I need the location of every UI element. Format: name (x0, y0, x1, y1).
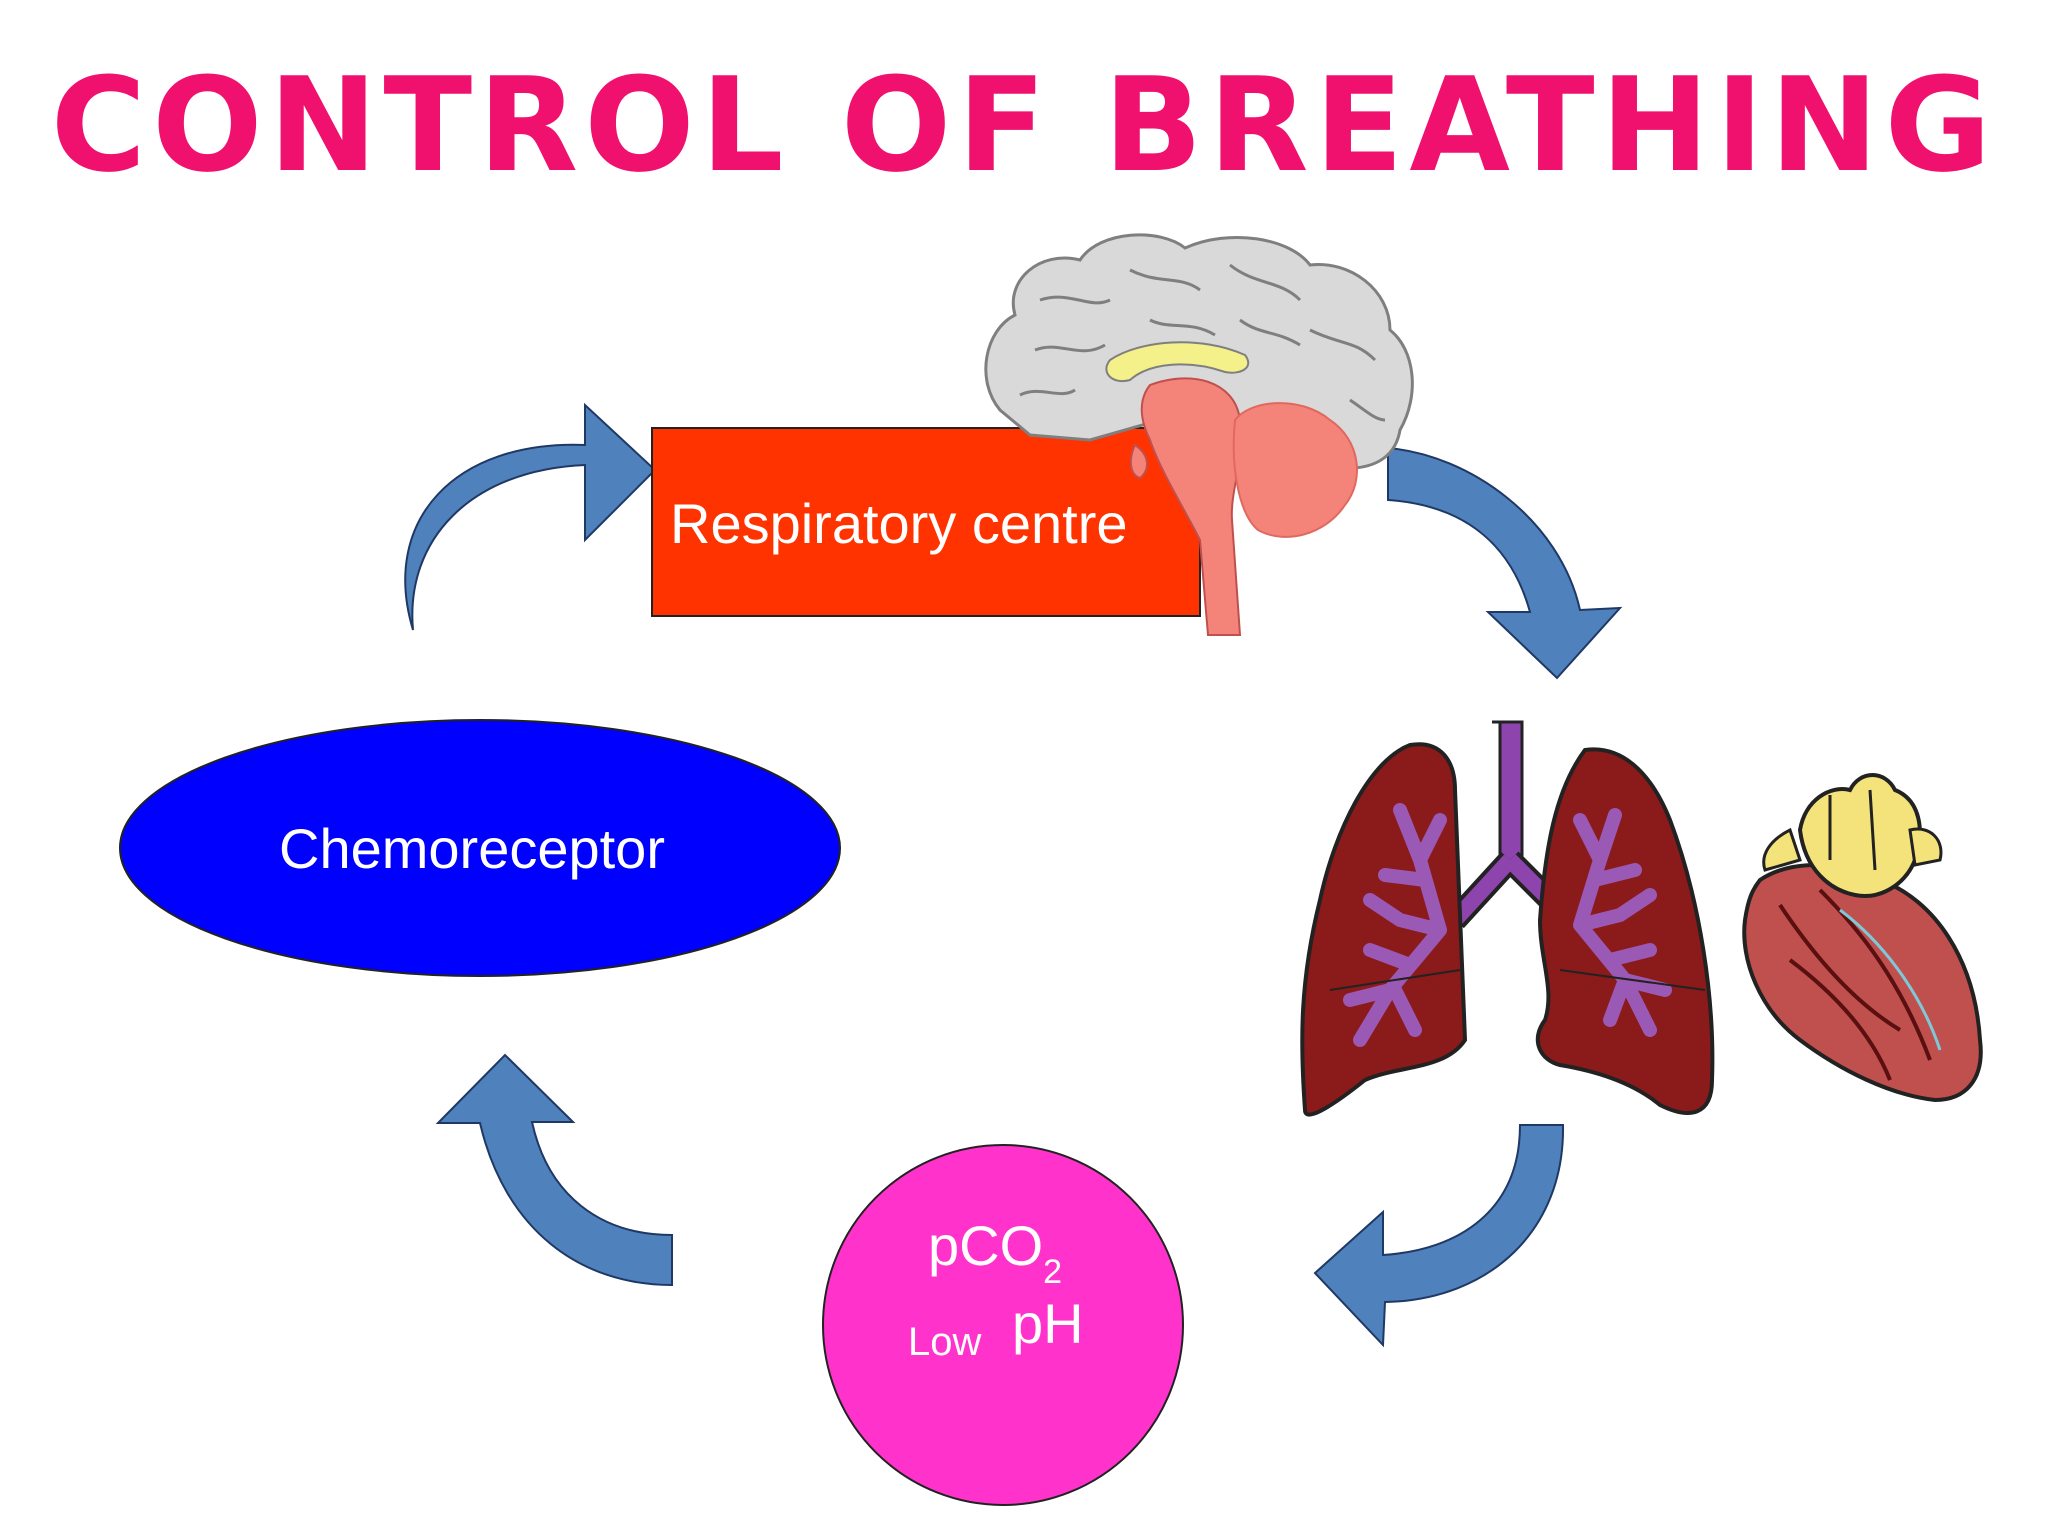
ph-label: pH (1012, 1292, 1084, 1355)
page-title: CONTROL OF BREATHING (51, 49, 1998, 201)
arrow-chemoreceptor-to-centre (404, 402, 657, 631)
arrow-centre-to-lungs (1387, 446, 1623, 680)
low-label: Low (908, 1320, 981, 1364)
pco2-label: pCO (928, 1214, 1043, 1277)
respiratory-centre-label: Respiratory centre (670, 492, 1128, 555)
pco2-circle (822, 1144, 1184, 1506)
arrow-lungs-to-pco2 (1313, 1124, 1565, 1348)
arrow-pco2-to-chemoreceptor (435, 1053, 673, 1287)
lungs-icon (1300, 720, 1715, 1117)
brain-icon (984, 233, 1414, 636)
pco2-subscript: 2 (1043, 1253, 1062, 1291)
svg-text:pCO2: pCO2 (928, 1214, 1062, 1291)
respiratory-centre-box (651, 427, 1201, 617)
chemoreceptor-ellipse (119, 719, 841, 977)
heart-icon (1742, 773, 1983, 1103)
chemoreceptor-label: Chemoreceptor (279, 817, 665, 880)
